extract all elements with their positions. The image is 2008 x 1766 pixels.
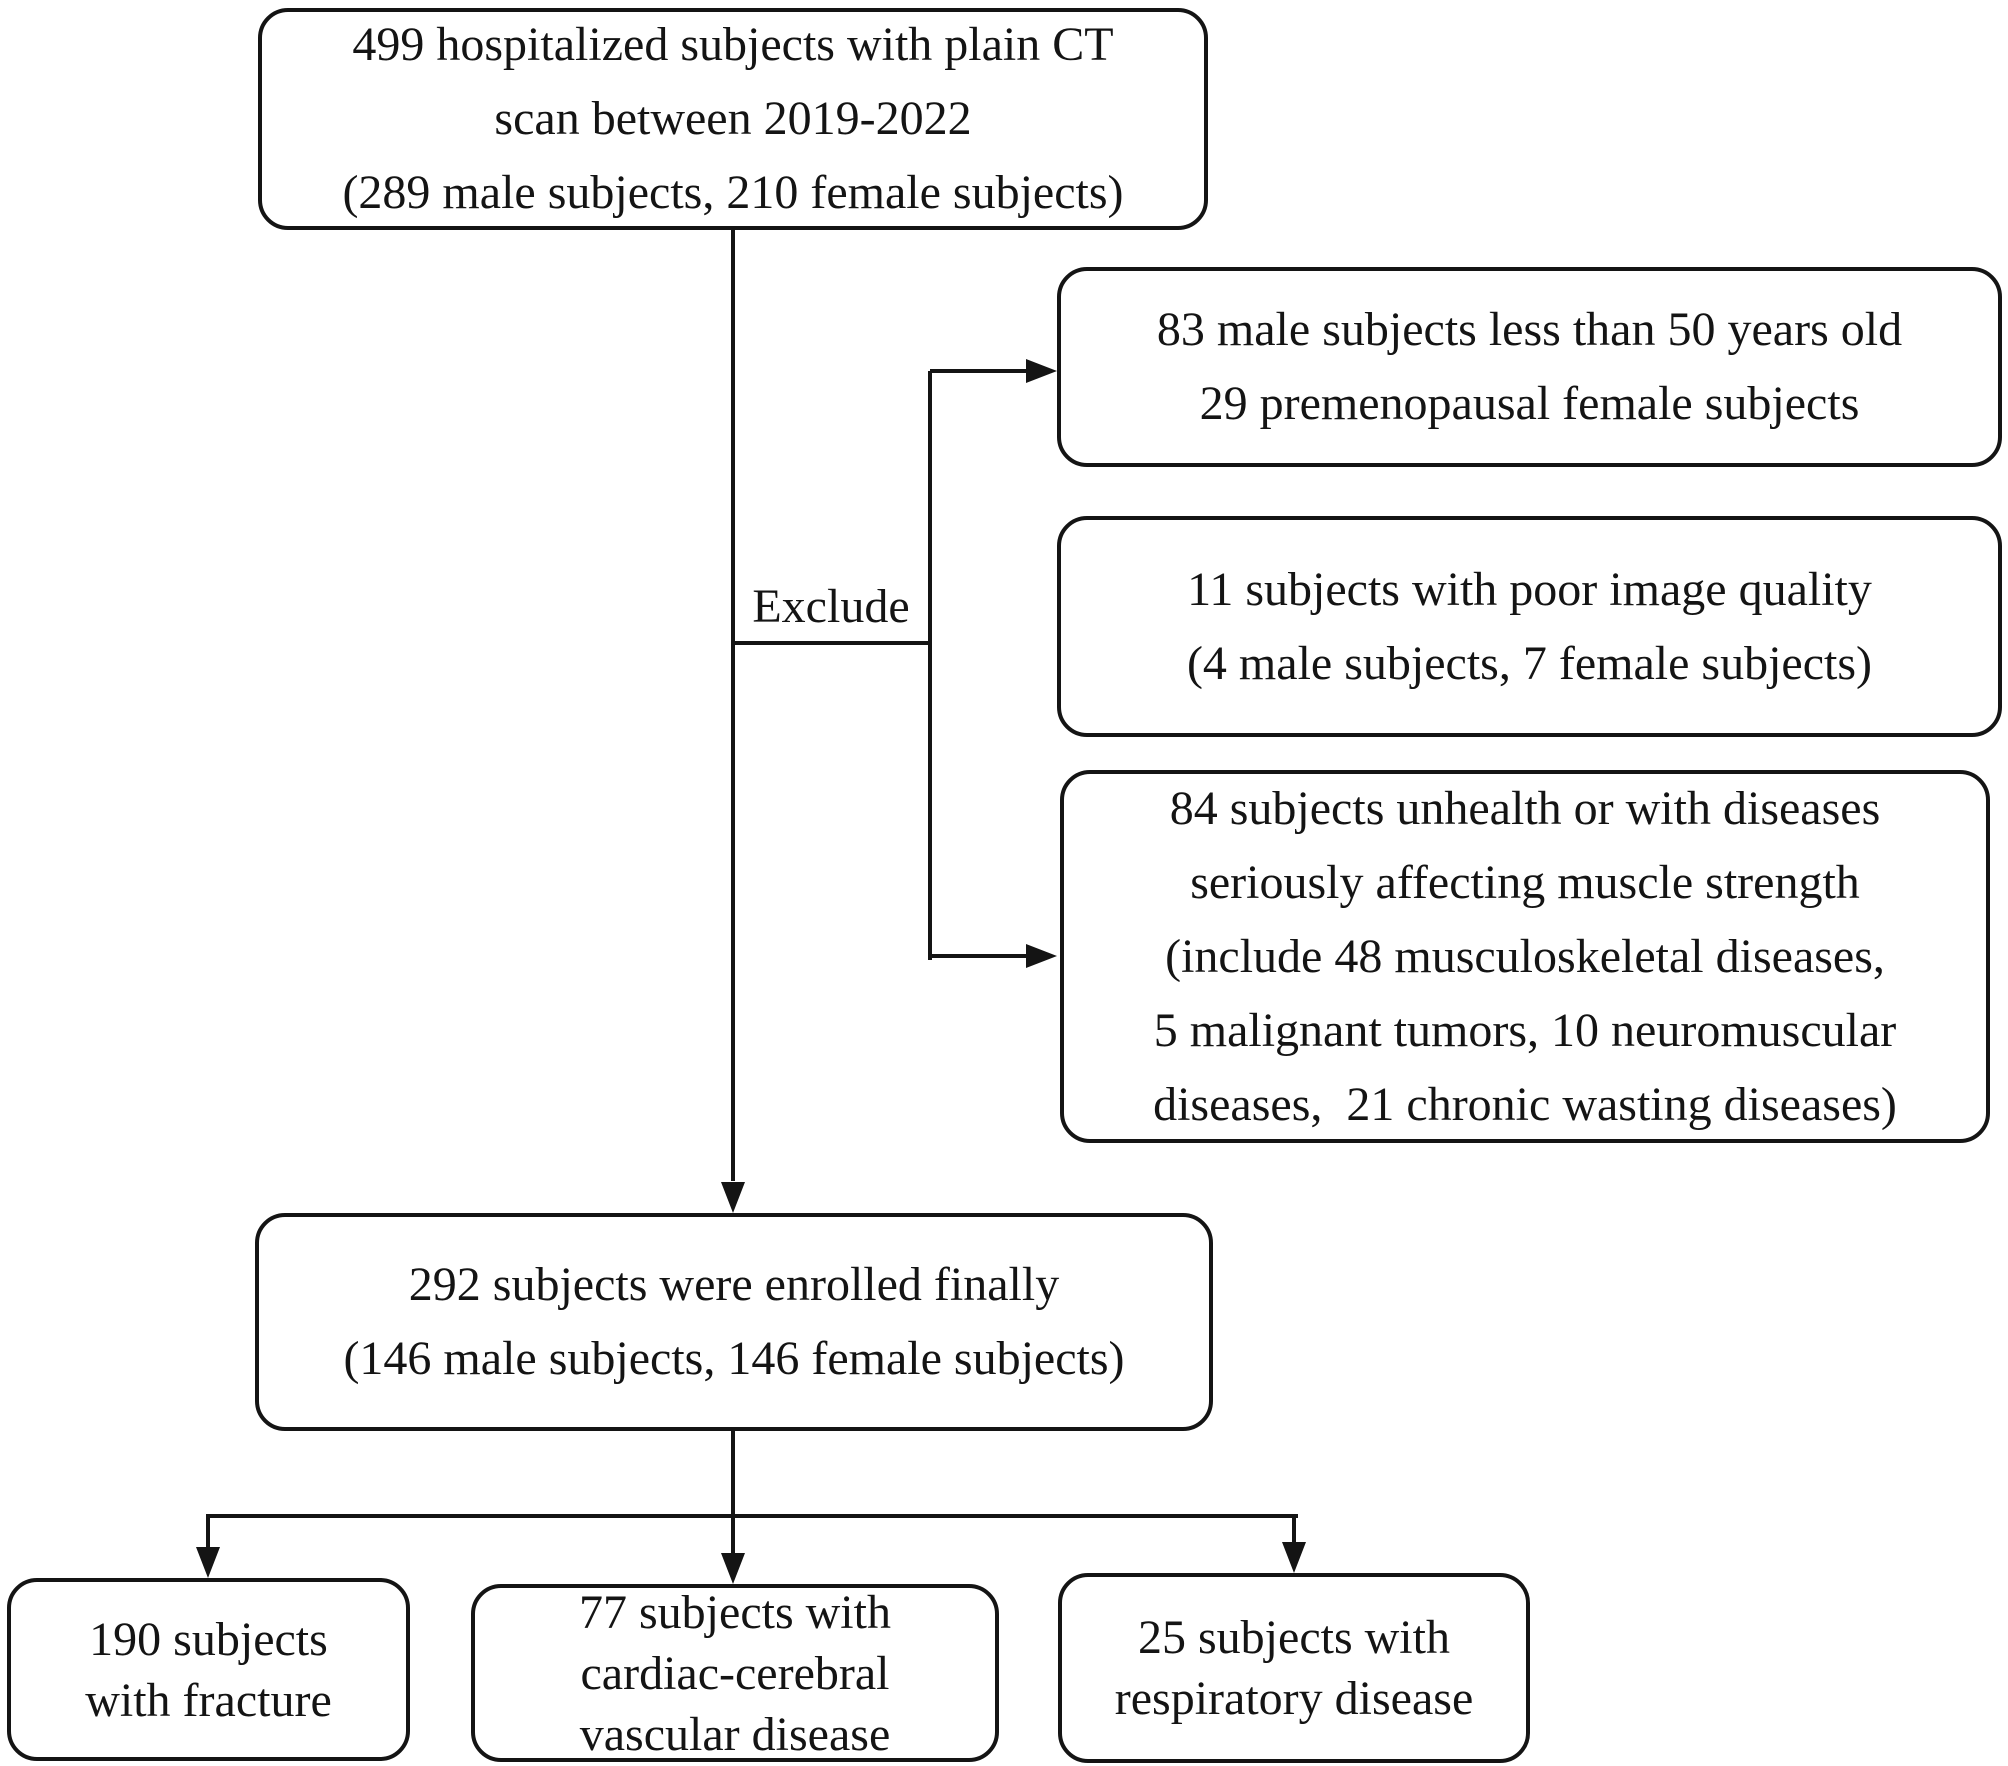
connector-to-cardiac xyxy=(731,1514,735,1553)
node-text-line: 11 subjects with poor image quality xyxy=(1187,562,1872,616)
node-text-line: vascular disease xyxy=(579,1707,891,1761)
arrowhead-to-cardiac-icon xyxy=(721,1553,745,1584)
node-text-line: (4 male subjects, 7 female subjects) xyxy=(1186,636,1873,690)
node-text-line: diseases, 21 chronic wasting diseases) xyxy=(1153,1077,1897,1131)
arrowhead-to-fracture-icon xyxy=(196,1547,220,1578)
node-text-line: 25 subjects with xyxy=(1138,1611,1450,1664)
connector-to-excluded-disease xyxy=(930,954,1026,958)
node-excluded-image-quality: 11 subjects with poor image quality (4 m… xyxy=(1057,516,2002,737)
node-text-line: with fracture xyxy=(85,1673,332,1727)
node-text-line: cardiac-cerebral xyxy=(580,1646,890,1700)
arrowhead-to-respiratory-icon xyxy=(1282,1542,1306,1573)
connector-to-fracture xyxy=(206,1514,210,1547)
node-initial-cohort: 499 hospitalized subjects with plain CT … xyxy=(258,8,1208,230)
connector-exclude-branch-vertical xyxy=(928,371,932,960)
node-text-line: respiratory disease xyxy=(1114,1672,1474,1725)
node-excluded-age: 83 male subjects less than 50 years old … xyxy=(1057,267,2002,467)
node-text-line: 292 subjects were enrolled finally xyxy=(408,1258,1060,1311)
node-text-line: 84 subjects unhealth or with diseases xyxy=(1169,781,1881,835)
node-text-line: 83 male subjects less than 50 years old xyxy=(1156,303,1903,356)
connector-distribution-horizontal xyxy=(206,1514,1298,1518)
node-excluded-disease: 84 subjects unhealth or with diseases se… xyxy=(1060,770,1990,1143)
connector-exclude-horizontal xyxy=(731,641,932,645)
node-text-line: (289 male subjects, 210 female subjects) xyxy=(342,166,1124,219)
node-text-line: 499 hospitalized subjects with plain CT xyxy=(352,18,1114,71)
node-enrolled: 292 subjects were enrolled finally (146 … xyxy=(255,1213,1213,1431)
node-text-line: scan between 2019-2022 xyxy=(494,92,972,145)
arrowhead-to-excluded-disease-icon xyxy=(1026,944,1057,968)
node-text-line: 77 subjects with xyxy=(579,1585,891,1639)
node-fracture: 190 subjects with fracture xyxy=(7,1578,410,1761)
connector-to-respiratory xyxy=(1292,1514,1296,1542)
node-text-line: seriously affecting muscle strength xyxy=(1190,855,1860,909)
node-text-line: (146 male subjects, 146 female subjects) xyxy=(343,1332,1125,1385)
connector-main-vertical xyxy=(731,230,735,1181)
connector-enrolled-stub xyxy=(731,1431,735,1516)
arrowhead-to-enrolled-icon xyxy=(721,1182,745,1213)
node-text-line: 190 subjects xyxy=(89,1612,328,1666)
connector-to-excluded-age xyxy=(930,369,1026,373)
node-respiratory: 25 subjects with respiratory disease xyxy=(1058,1573,1530,1763)
node-text-line: 5 malignant tumors, 10 neuromuscular xyxy=(1153,1003,1897,1057)
node-text-line: (include 48 musculoskeletal diseases, xyxy=(1165,929,1885,983)
exclude-label: Exclude xyxy=(752,580,910,633)
node-text-line: 29 premenopausal female subjects xyxy=(1199,377,1860,430)
arrowhead-to-excluded-age-icon xyxy=(1026,359,1057,383)
node-cardiac-cerebral: 77 subjects with cardiac-cerebral vascul… xyxy=(471,1584,999,1762)
